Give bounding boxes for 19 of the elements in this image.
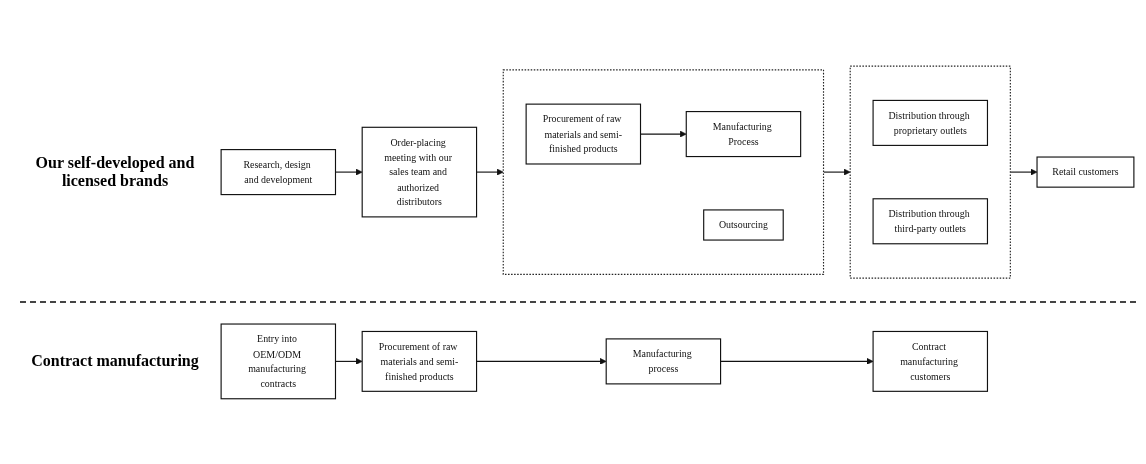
node-box: Order-placing meeting with our sales team and authorized distributors [361, 126, 478, 218]
cluster [502, 68, 825, 275]
cluster [849, 65, 1011, 279]
node-box: Retail customers [1036, 156, 1135, 188]
node-box: Procurement of raw materials and semi-finished products [361, 330, 478, 392]
node-box: Contract manufacturing customers [872, 330, 989, 392]
arrow [476, 357, 607, 365]
arrow [720, 357, 874, 365]
node-box: Research, design and development [220, 148, 337, 195]
node-box: Procurement of raw materials and semi-finished products [525, 103, 642, 165]
node-box: Manufacturing Process [685, 110, 802, 157]
node-box: Outsourcing [703, 208, 784, 241]
row-label: Our self-developed and licensed brands [34, 153, 196, 190]
node-box: Distribution through proprietary outlets [872, 99, 989, 146]
row-label: Contract manufacturing [30, 351, 200, 370]
arrow [476, 168, 504, 175]
node-box: Entry into OEM/ODM manufacturing contracts [220, 323, 337, 399]
node-box: Distribution through third-party outlets [872, 197, 989, 244]
node-box: Manufacturing process [605, 337, 722, 384]
